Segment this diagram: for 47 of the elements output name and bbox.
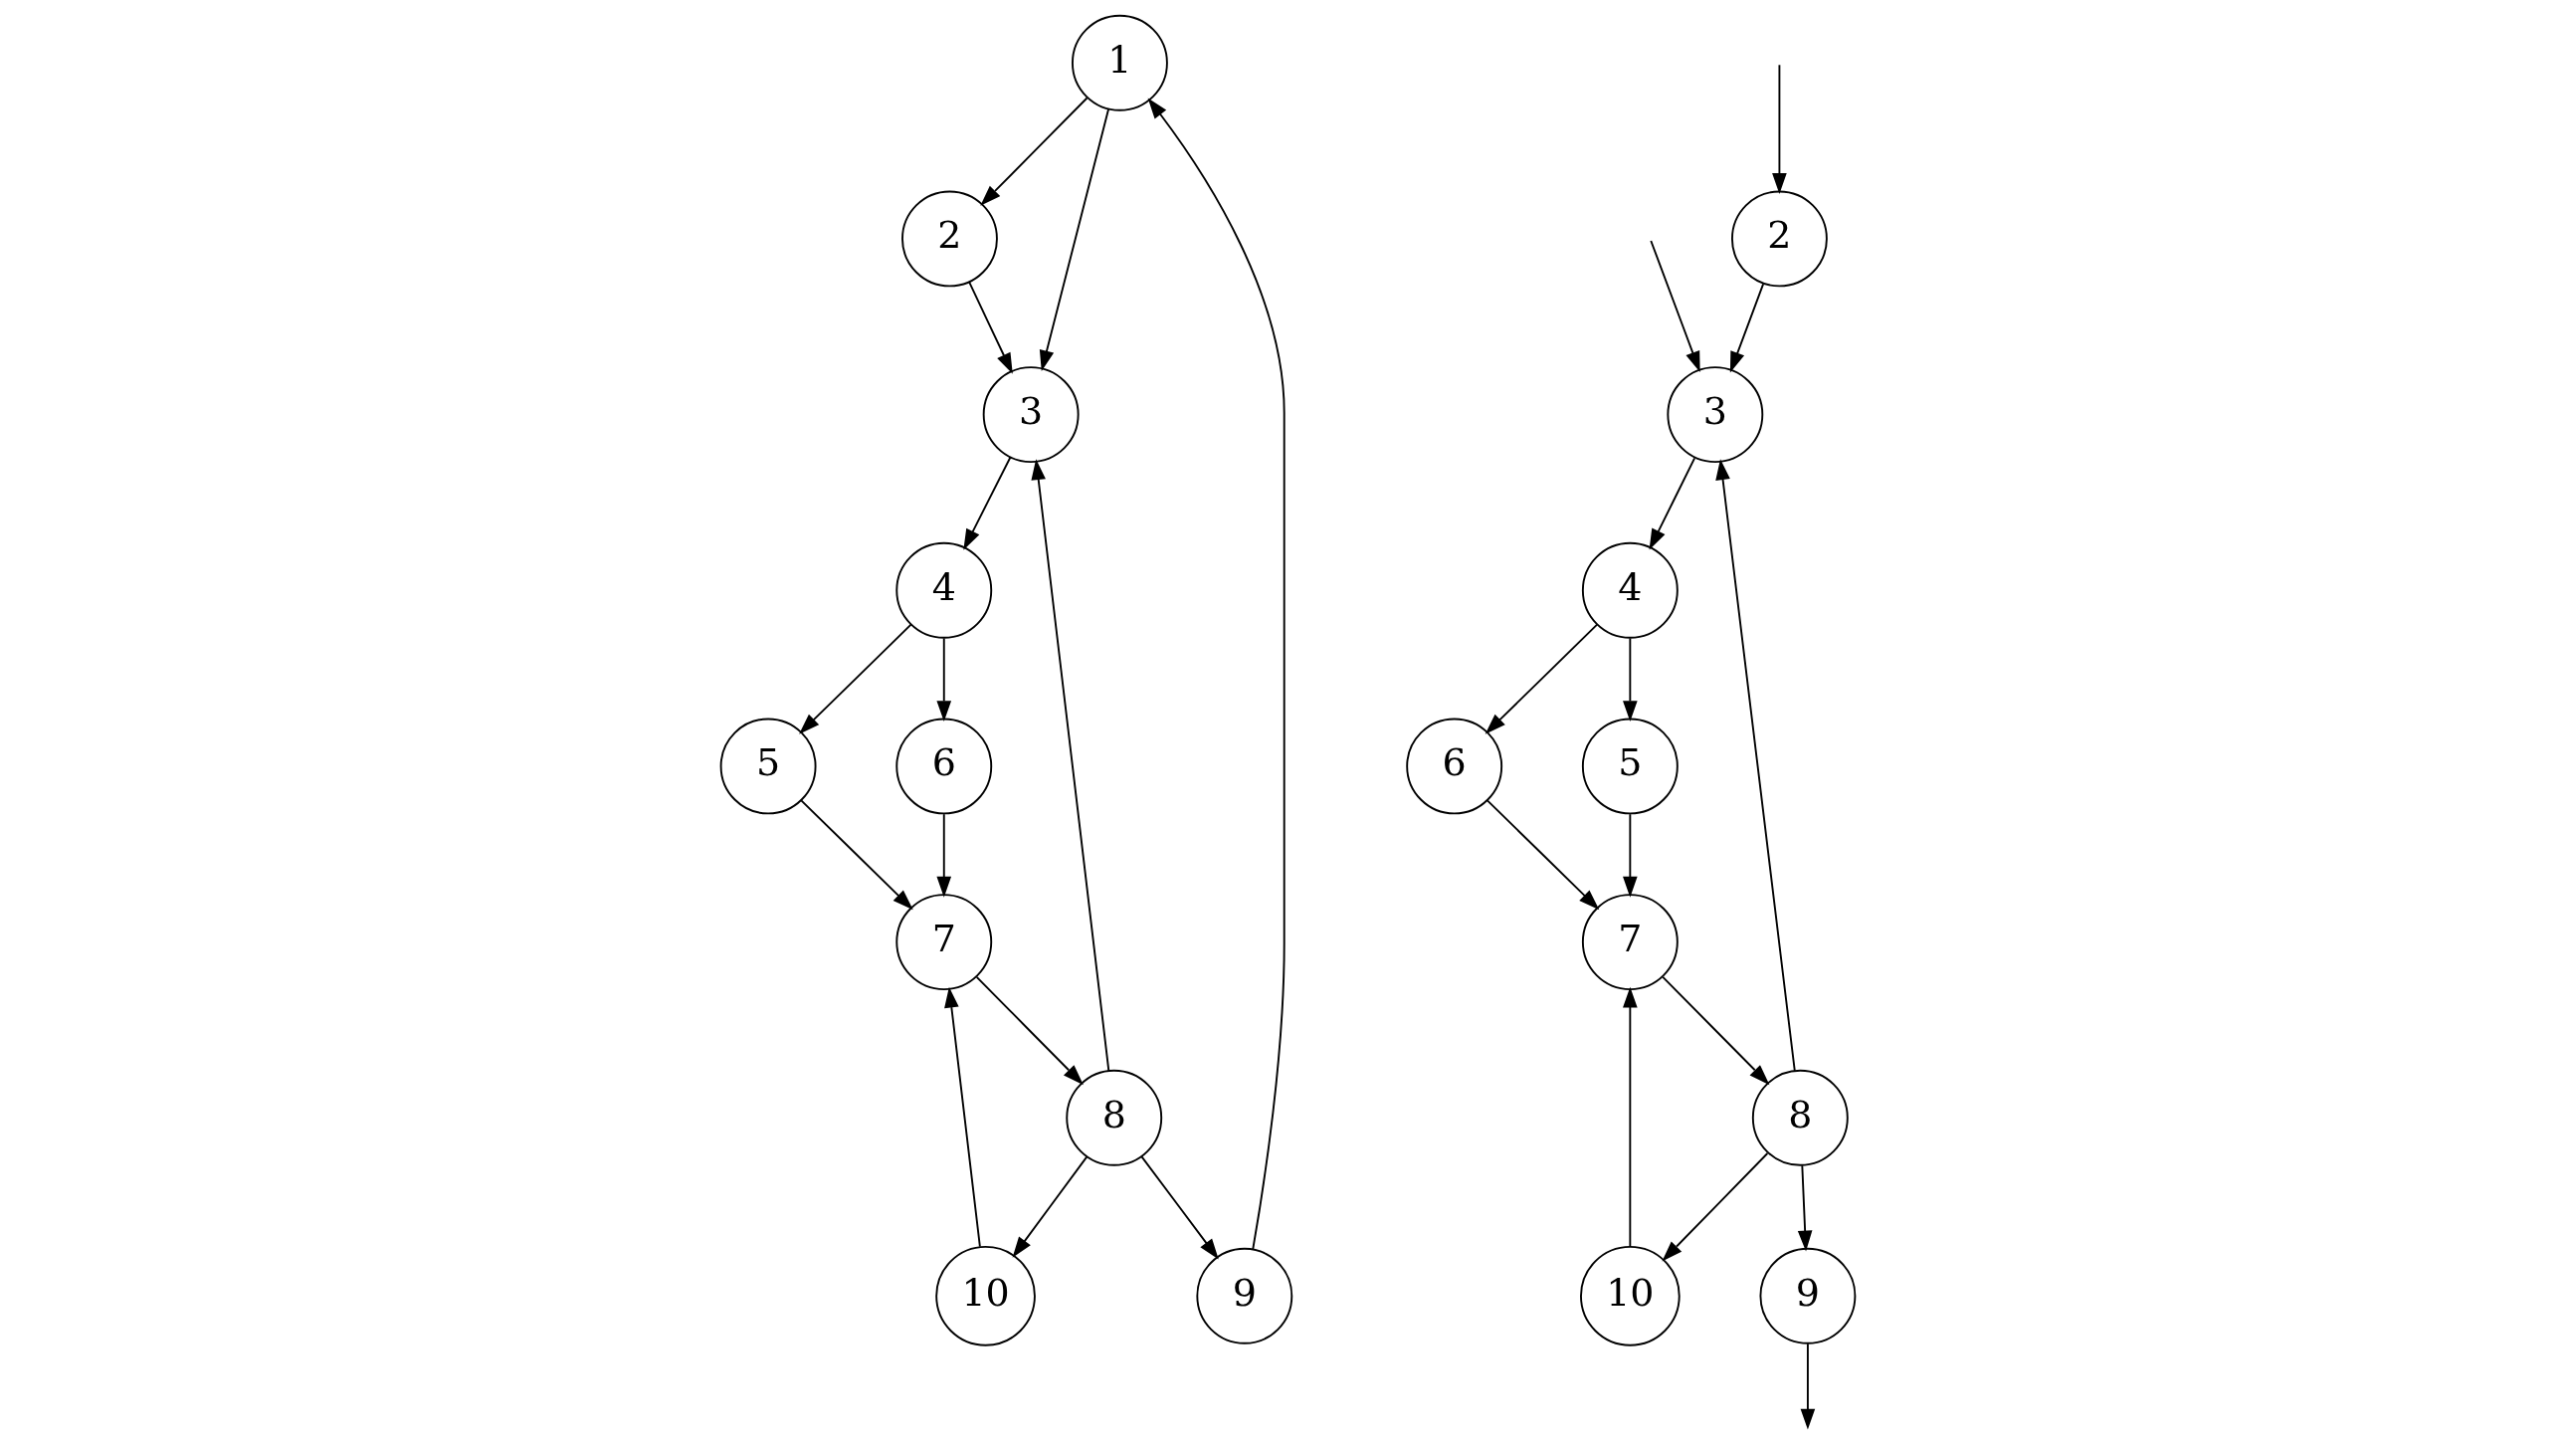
arrow xyxy=(980,97,1089,206)
node-circle: 9 xyxy=(1759,1247,1857,1344)
node-circle: 6 xyxy=(895,718,993,815)
node-circle: 3 xyxy=(982,366,1080,464)
arrow xyxy=(968,281,1013,374)
node-circle: 9 xyxy=(1196,1247,1293,1344)
arrow xyxy=(1662,975,1770,1086)
arrow xyxy=(963,456,1012,550)
arrow xyxy=(1662,1152,1769,1262)
arrow xyxy=(944,986,981,1248)
node-circle: 10 xyxy=(935,1245,1036,1346)
node-circle: 5 xyxy=(1581,718,1679,815)
arrow xyxy=(1772,64,1787,194)
arrow xyxy=(1140,1155,1219,1260)
arrow xyxy=(1623,813,1638,898)
node-circle: 4 xyxy=(1581,541,1679,639)
arrow xyxy=(1797,1164,1813,1252)
arrow xyxy=(1039,107,1110,372)
node-circle: 2 xyxy=(1730,190,1828,288)
node-circle: 3 xyxy=(1667,366,1764,464)
arrow xyxy=(1715,459,1796,1072)
node-circle: 10 xyxy=(1580,1245,1681,1346)
arrow xyxy=(1147,98,1286,1250)
arrow xyxy=(1031,459,1110,1072)
arrow xyxy=(1485,623,1599,734)
node-circle: 6 xyxy=(1406,718,1503,815)
arrow xyxy=(1650,240,1700,373)
arrow xyxy=(799,623,912,734)
node-circle: 8 xyxy=(1066,1069,1163,1166)
node-circle: 8 xyxy=(1751,1069,1849,1166)
arrow xyxy=(1486,799,1600,911)
node-circle: 4 xyxy=(895,541,993,639)
node-circle: 1 xyxy=(1072,14,1168,111)
node-circle: 7 xyxy=(1581,894,1679,991)
arrow xyxy=(800,799,913,911)
arrow xyxy=(1729,283,1765,373)
arrow xyxy=(1623,986,1638,1248)
node-circle: 7 xyxy=(895,894,993,991)
arrow xyxy=(1800,1342,1816,1430)
arrow xyxy=(936,637,952,722)
arrow xyxy=(1012,1155,1089,1258)
arrow xyxy=(975,975,1084,1086)
arrow xyxy=(1649,457,1696,550)
node-circle: 2 xyxy=(901,190,998,288)
node-circle: 5 xyxy=(719,718,817,815)
arrow xyxy=(936,813,952,898)
arrow xyxy=(1623,637,1638,722)
